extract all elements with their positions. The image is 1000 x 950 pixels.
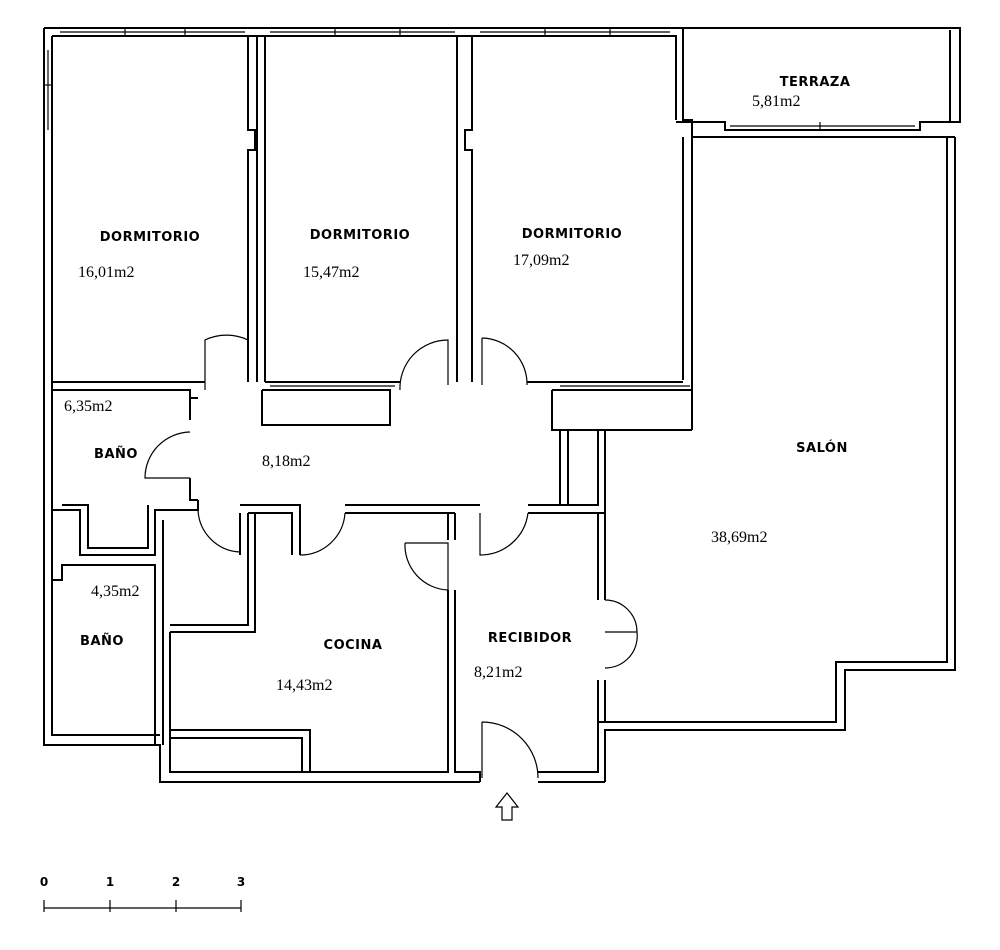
- room-area-terraza: 5,81m2: [752, 93, 800, 110]
- room-name-recibidor: RECIBIDOR: [488, 631, 572, 646]
- room-name-salon: SALÓN: [796, 440, 848, 456]
- hall-walls: [240, 430, 606, 555]
- doors: [144, 334, 638, 779]
- outer-walls: [43, 27, 961, 783]
- room-name-dormitorio-3: DORMITORIO: [522, 227, 622, 242]
- room-name-bano-1: BAÑO: [94, 446, 138, 462]
- recibidor-walls: [454, 513, 606, 782]
- kitchen-walls: [169, 513, 456, 773]
- bath1-walls: [52, 397, 199, 556]
- room-name-bano-2: BAÑO: [80, 633, 124, 649]
- scale-tick-label-2: 2: [172, 875, 180, 889]
- top-windows: [44, 28, 915, 130]
- room-name-cocina: COCINA: [324, 638, 383, 653]
- room-area-dormitorio-1: 16,01m2: [78, 264, 134, 281]
- room-area-cocina: 14,43m2: [276, 677, 332, 694]
- scale-tick-label-0: 0: [40, 875, 48, 889]
- room-area-dormitorio-3: 17,09m2: [513, 252, 569, 269]
- room-area-recibidor: 8,21m2: [474, 664, 522, 681]
- room-area-salon: 38,69m2: [711, 529, 767, 546]
- room-area-bano-1: 6,35m2: [64, 398, 112, 415]
- room-area-dormitorio-2: 15,47m2: [303, 264, 359, 281]
- room-area-pasillo: 8,18m2: [262, 453, 310, 470]
- scale-bar: 0 1 2 3: [40, 875, 245, 912]
- room-name-dormitorio-1: DORMITORIO: [100, 230, 200, 245]
- entrance-arrow-icon: [494, 792, 520, 821]
- room-area-bano-2: 4,35m2: [91, 583, 139, 600]
- room-name-terraza: TERRAZA: [780, 75, 851, 90]
- scale-tick-label-3: 3: [237, 875, 245, 889]
- bedroom-partitions: [52, 36, 693, 431]
- room-name-dormitorio-2: DORMITORIO: [310, 228, 410, 243]
- scale-tick-label-1: 1: [106, 875, 114, 889]
